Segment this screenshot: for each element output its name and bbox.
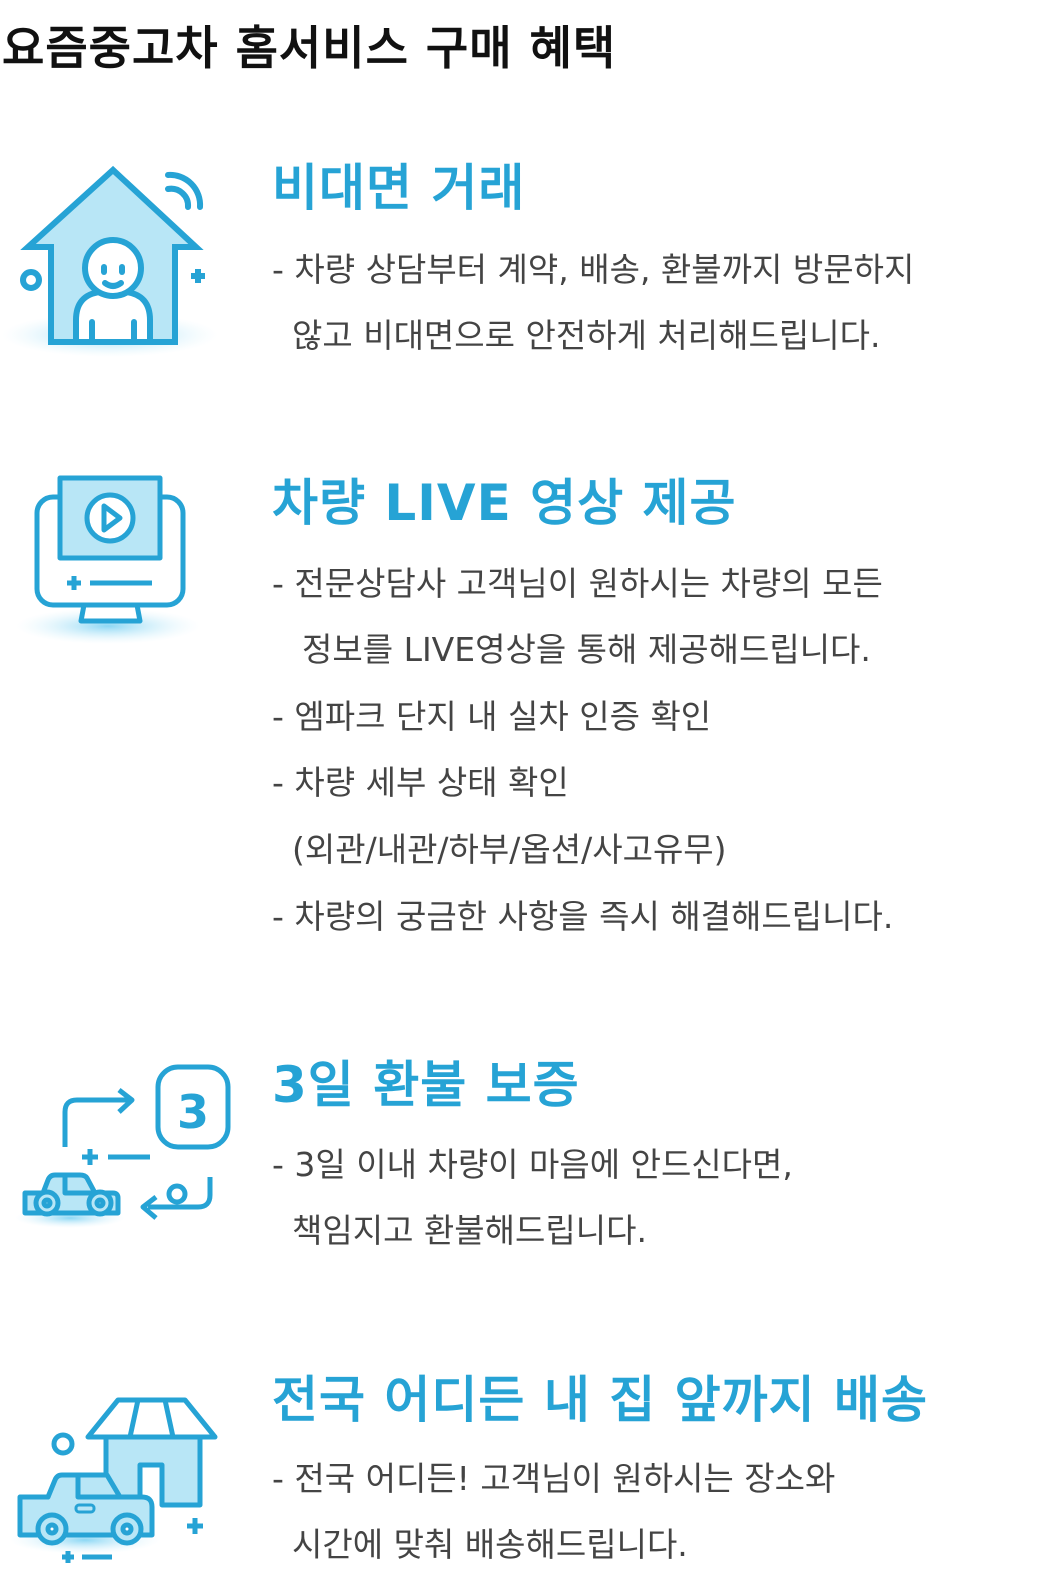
section-text: - 차량의 궁금한 사항을 즉시 해결해드립니다.: [272, 897, 894, 936]
section-text: 책임지고 환불해드립니다.: [292, 1211, 647, 1250]
section-heading: 비대면 거래: [272, 159, 526, 217]
section-heading: 전국 어디든 내 집 앞까지 배송: [272, 1371, 929, 1429]
section-text: 정보를 LIVE영상을 통해 제공해드립니다.: [302, 630, 871, 669]
section-text: - 차량 상담부터 계약, 배송, 환불까지 방문하지: [272, 250, 915, 289]
monitor-video-icon: [16, 475, 200, 644]
section-text: - 엠파크 단지 내 실차 인증 확인: [272, 697, 712, 736]
section-text: 시간에 맞춰 배송해드립니다.: [292, 1525, 688, 1564]
section-text: - 전문상담사 고객님이 원하시는 차량의 모든: [272, 564, 883, 603]
section-heading: 3일 환불 보증: [272, 1056, 580, 1114]
car-refund-3-icon: 3: [15, 1064, 231, 1228]
car-home-delivery-icon: [10, 1397, 218, 1563]
section-text: 않고 비대면으로 안전하게 처리해드립니다.: [292, 316, 881, 355]
section-text: - 차량 세부 상태 확인: [272, 763, 569, 802]
section-text: - 3일 이내 차량이 마음에 안드신다면,: [272, 1145, 793, 1184]
section-text: (외관/내관/하부/옵션/사고유무): [292, 830, 727, 869]
page-title: 요즘중고차 홈서비스 구매 혜택: [2, 21, 617, 75]
section-heading: 차량 LIVE 영상 제공: [272, 474, 737, 532]
house-person-icon: [2, 165, 218, 357]
day-badge: 3: [177, 1085, 209, 1139]
section-text: - 전국 어디든! 고객님이 원하시는 장소와: [272, 1459, 836, 1498]
